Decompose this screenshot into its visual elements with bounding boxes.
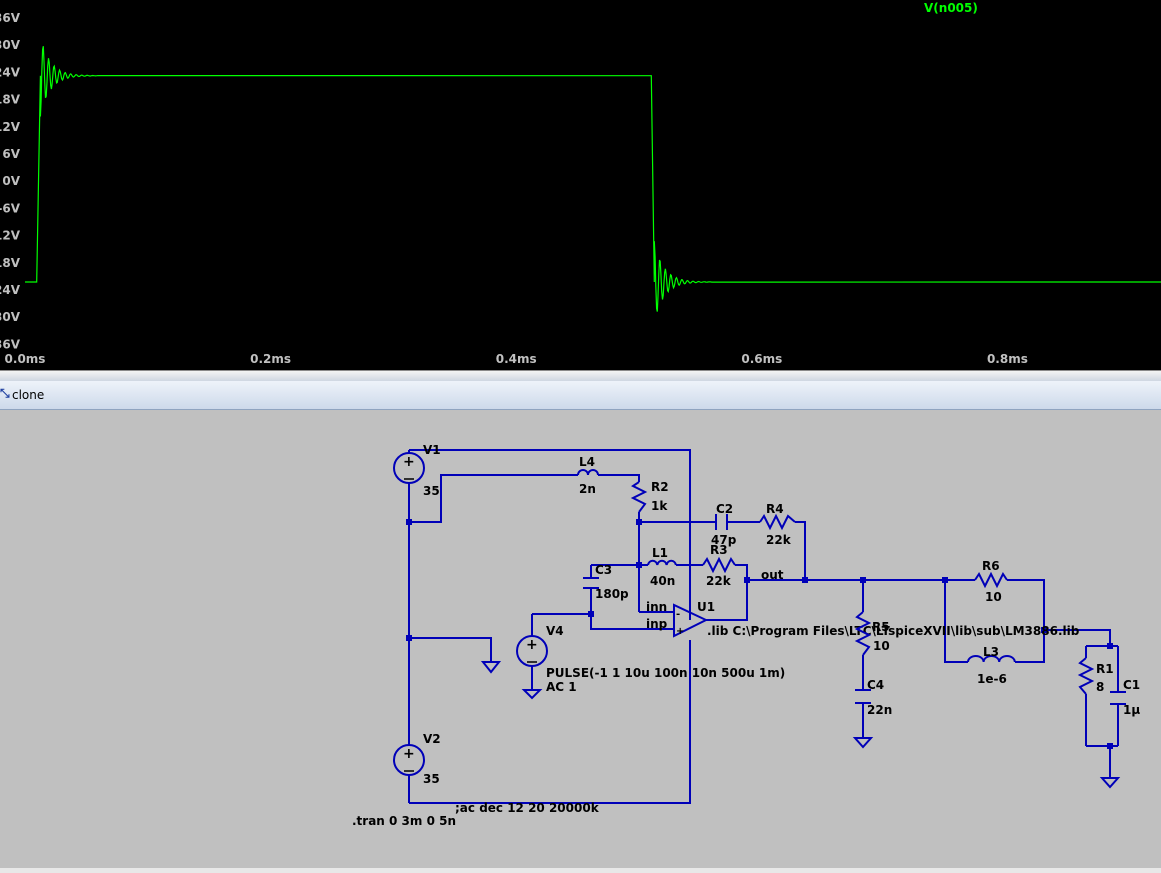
y-tick-label: -18V — [0, 256, 21, 270]
v1-name: V1 — [423, 443, 441, 457]
status-strip — [0, 868, 1161, 873]
ground-icon — [521, 689, 543, 700]
r3-name: R3 — [710, 543, 728, 557]
lib-directive[interactable]: .lib C:\Program Files\LTC\LTspiceXVII\li… — [707, 624, 1080, 638]
tran-directive[interactable]: .tran 0 3m 0 5n — [352, 814, 456, 828]
l1-name: L1 — [652, 546, 668, 560]
y-tick-label: 6V — [2, 147, 20, 161]
trace-vn005 — [25, 46, 1161, 312]
y-tick-label: 0V — [2, 174, 20, 188]
wires — [408, 449, 1119, 804]
c1-name: C1 — [1123, 678, 1140, 692]
v2-source[interactable]: + — [393, 744, 425, 776]
y-tick-label: -6V — [0, 201, 21, 215]
u1-pin-inp: inp — [646, 617, 668, 631]
schematic-icon[interactable]: ⤡ — [0, 386, 10, 400]
pane-splitter[interactable] — [0, 370, 1161, 381]
c2-name: C2 — [716, 502, 733, 516]
c3-value: 180p — [595, 587, 629, 601]
c2-capacitor[interactable] — [715, 514, 728, 530]
r2-name: R2 — [651, 480, 669, 494]
svg-text:+: + — [403, 746, 415, 762]
y-tick-label: 36V — [0, 11, 21, 25]
x-tick-label: 0.2ms — [250, 352, 291, 366]
y-tick-label: 24V — [0, 65, 21, 79]
v4-value: PULSE(-1 1 10u 100n 10n 500u 1m) — [546, 666, 785, 680]
v1-value: 35 — [423, 484, 440, 498]
l4-name: L4 — [579, 455, 595, 469]
y-tick-label: -12V — [0, 229, 21, 243]
u1-pin-inn: inn — [646, 600, 667, 614]
r2-value: 1k — [651, 499, 668, 513]
svg-text:+: + — [676, 626, 684, 637]
x-tick-label: 0.4ms — [496, 352, 537, 366]
r5-value: 10 — [873, 639, 890, 653]
v1-source[interactable]: + — [393, 450, 425, 490]
v2-name: V2 — [423, 732, 441, 746]
c4-capacitor[interactable] — [855, 689, 871, 704]
x-tick-label: 0.6ms — [741, 352, 782, 366]
svg-text:-: - — [676, 609, 680, 620]
r6-resistor[interactable] — [974, 571, 1008, 589]
r4-resistor[interactable] — [759, 513, 796, 531]
ac-directive[interactable]: ;ac dec 12 20 20000k — [455, 801, 600, 815]
r1-resistor[interactable] — [1077, 657, 1095, 695]
u1-name: U1 — [697, 600, 715, 614]
waveform-svg: 36V 30V 24V 18V 12V 6V 0V -6V -12V -18V -24V -30V -3… — [0, 1, 1161, 366]
c3-capacitor[interactable] — [583, 577, 599, 589]
l3-value: 1e-6 — [977, 672, 1007, 686]
l4-inductor[interactable] — [577, 469, 599, 476]
r5-name: R5 — [872, 620, 890, 634]
r2-resistor[interactable] — [630, 481, 648, 513]
ground-icon — [852, 737, 874, 749]
c1-value: 1µ — [1123, 703, 1140, 717]
svg-text:+: + — [403, 454, 415, 470]
l1-value: 40n — [650, 574, 675, 588]
r1-value: 8 — [1096, 680, 1104, 694]
l4-value: 2n — [579, 482, 596, 496]
c2-value: 47p — [711, 533, 737, 547]
net-label-out[interactable]: out — [761, 568, 784, 582]
trace-label[interactable]: V(n005) — [924, 1, 978, 15]
c4-name: C4 — [867, 678, 884, 692]
c1-capacitor[interactable] — [1110, 691, 1126, 705]
tab-clone[interactable]: clone — [12, 388, 45, 402]
r6-value: 10 — [985, 590, 1002, 604]
u1-opamp[interactable]: - + — [673, 603, 709, 638]
v4-source[interactable]: + — [516, 635, 548, 667]
l3-inductor[interactable] — [967, 655, 1016, 663]
y-tick-label: 30V — [0, 38, 21, 52]
tab-bar: ⤡ clone — [0, 381, 1161, 410]
c3-name: C3 — [595, 563, 612, 577]
r6-name: R6 — [982, 559, 1000, 573]
ground-icon — [1099, 777, 1121, 789]
v4-name: V4 — [546, 624, 564, 638]
r4-value: 22k — [766, 533, 792, 547]
junctions — [406, 519, 1113, 749]
c4-value: 22n — [867, 703, 892, 717]
svg-text:+: + — [526, 637, 538, 653]
y-tick-label: 18V — [0, 93, 21, 107]
y-tick-label: 12V — [0, 120, 21, 134]
v2-value: 35 — [423, 772, 440, 786]
r5-resistor[interactable] — [854, 611, 872, 656]
r4-name: R4 — [766, 502, 784, 516]
x-tick-label: 0.0ms — [5, 352, 46, 366]
l3-name: L3 — [983, 645, 999, 659]
schematic-svg: + V1 35 + V2 35 + V4 PULSE(-1 1 10u 100n… — [352, 443, 1140, 828]
l1-inductor[interactable] — [647, 559, 677, 566]
r3-resistor[interactable] — [702, 556, 736, 574]
waveform-plot[interactable]: 36V 30V 24V 18V 12V 6V 0V -6V -12V -18V -24V -30V -3… — [0, 0, 1161, 370]
x-tick-label: 0.8ms — [987, 352, 1028, 366]
v4-ac: AC 1 — [546, 680, 577, 694]
y-tick-label: -36V — [0, 337, 21, 351]
schematic-canvas[interactable]: + V1 35 + V2 35 + V4 PULSE(-1 1 10u 100n… — [0, 410, 1161, 868]
y-tick-label: -24V — [0, 283, 21, 297]
y-tick-label: -30V — [0, 310, 21, 324]
ground-icon — [480, 661, 502, 674]
r1-name: R1 — [1096, 662, 1114, 676]
r3-value: 22k — [706, 574, 732, 588]
